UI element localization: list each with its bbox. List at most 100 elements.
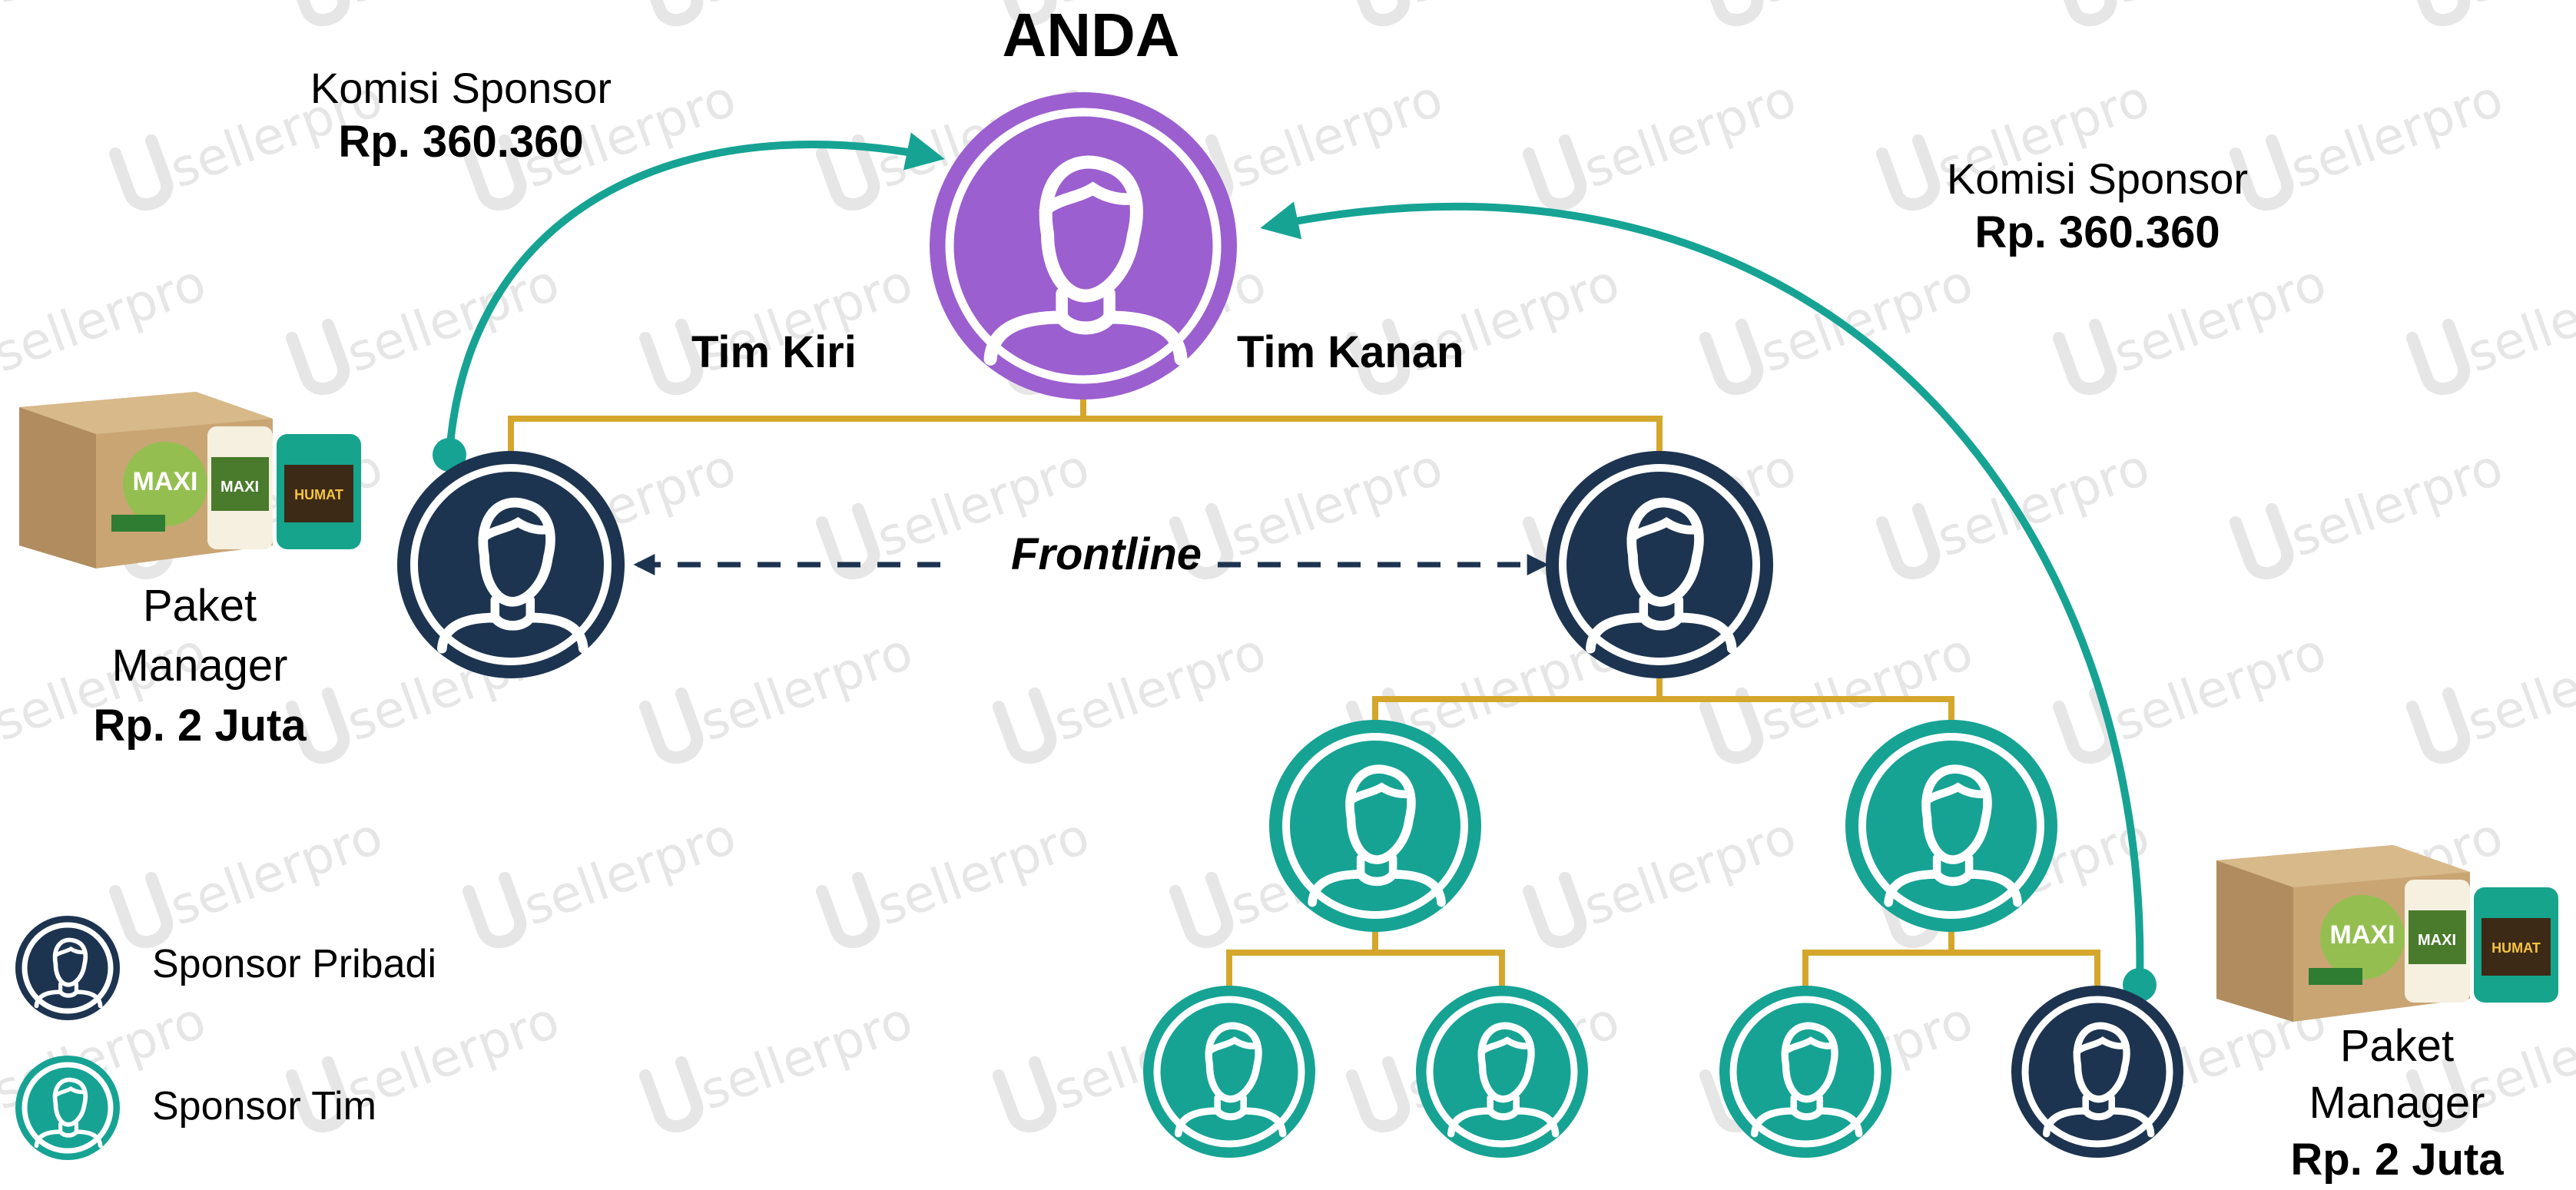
watermark-mark — [816, 134, 880, 211]
frontline-label: Frontline — [1010, 529, 1202, 579]
watermark-logo: sellerpro — [1523, 806, 1804, 949]
watermark-text: sellerpro — [2459, 253, 2576, 384]
watermark-logo: sellerpro — [639, 622, 920, 764]
watermark-logo: sellerpro — [109, 806, 390, 949]
commission-title: Komisi Sponsor — [310, 64, 612, 112]
left-commission-dot — [433, 438, 466, 472]
left-commission-label: Komisi Sponsor Rp. 360.360 — [207, 63, 714, 167]
watermark-mark — [1346, 1056, 1411, 1133]
node-team-left — [1269, 720, 1481, 932]
watermark-mark — [286, 318, 350, 396]
watermark-mark — [1523, 871, 1587, 949]
watermark-text: sellerpro — [1576, 68, 1803, 200]
watermark-mark — [462, 871, 527, 949]
watermark-mark — [639, 318, 704, 396]
watermark-text: sellerpro — [2106, 622, 2333, 753]
node-team-rl — [1719, 986, 1891, 1158]
watermark-logo: sellerpro — [1523, 68, 1804, 211]
watermark-logo: sellerpro — [2406, 0, 2576, 27]
legend-personal-icon — [15, 916, 120, 1020]
watermark-text: sellerpro — [869, 806, 1096, 937]
watermark-text: sellerpro — [339, 253, 566, 384]
watermark-mark — [2230, 134, 2294, 211]
right-team-label: Tim Kanan — [1237, 327, 1464, 377]
watermark-logo: sellerpro — [993, 622, 1274, 764]
watermark-text: sellerpro — [1576, 806, 1803, 937]
watermark-mark — [1346, 0, 1411, 27]
watermark-mark — [2053, 318, 2117, 396]
watermark-text: sellerpro — [0, 0, 214, 15]
watermark-logo: sellerpro — [2053, 253, 2334, 396]
node-left-frontline — [397, 451, 625, 678]
package-line2: Manager — [2309, 1078, 2485, 1128]
svg-text:HUMAT: HUMAT — [294, 487, 343, 502]
watermark-mark — [2053, 0, 2117, 27]
right-package-label: Paket Manager Rp. 2 Juta — [2228, 1018, 2566, 1188]
watermark-mark — [1523, 134, 1587, 211]
watermark-mark — [1346, 318, 1411, 396]
watermark-text: sellerpro — [692, 622, 920, 753]
commission-amount: Rp. 360.360 — [1974, 207, 2220, 257]
svg-text:MAXI: MAXI — [220, 479, 259, 496]
watermark-text: sellerpro — [1222, 68, 1450, 200]
watermark-mark — [286, 1056, 350, 1133]
watermark-logo: sellerpro — [1346, 0, 1627, 27]
watermark-text: sellerpro — [692, 990, 920, 1122]
node-personal-rr — [2011, 986, 2183, 1158]
watermark-mark — [993, 687, 1057, 764]
watermark-logo: sellerpro — [286, 0, 567, 27]
watermark-mark — [816, 502, 880, 580]
left-commission-arrow — [446, 132, 945, 454]
watermark-text: sellerpro — [1752, 253, 1980, 384]
right-commission-label: Komisi Sponsor Rp. 360.360 — [1821, 154, 2374, 258]
svg-text:MAXI: MAXI — [2418, 932, 2456, 949]
watermark-mark — [1699, 687, 1764, 764]
watermark-logo: sellerpro — [286, 253, 567, 396]
left-team-label: Tim Kiri — [691, 327, 857, 377]
node-team-right — [1845, 720, 2057, 932]
watermark-mark — [286, 687, 350, 764]
svg-text:HUMAT: HUMAT — [2491, 940, 2541, 956]
watermark-logo: sellerpro — [0, 253, 214, 384]
watermark-logo: sellerpro — [639, 990, 920, 1133]
commission-amount: Rp. 360.360 — [338, 117, 584, 167]
connector-lines — [508, 399, 2100, 991]
watermark-text: sellerpro — [2459, 0, 2576, 15]
watermark-mark — [2406, 318, 2471, 396]
watermark-text: sellerpro — [2283, 437, 2510, 568]
watermark-mark — [2406, 1056, 2471, 1133]
watermark-logo: sellerpro — [2406, 253, 2576, 396]
watermark-mark — [1699, 0, 1764, 27]
watermark-mark — [993, 1056, 1057, 1133]
right-commission-arrow — [1260, 201, 2144, 984]
left-package-label: Paket Manager Rp. 2 Juta — [31, 576, 369, 756]
watermark-mark — [1169, 871, 1234, 949]
watermark-mark — [993, 0, 1057, 27]
watermark-logo: sellerpro — [2053, 0, 2334, 27]
watermark-text: sellerpro — [516, 806, 743, 937]
watermark-text: sellerpro — [692, 0, 920, 15]
package-line1: Paket — [142, 581, 257, 631]
watermark-mark — [1876, 502, 1941, 580]
watermark-mark — [109, 871, 174, 949]
watermark-logo: sellerpro — [816, 806, 1097, 949]
package-line2: Manager — [111, 641, 288, 691]
watermark-mark — [2406, 0, 2471, 27]
watermark-mark — [286, 0, 350, 27]
watermark-mark — [2406, 687, 2471, 764]
watermark-text: sellerpro — [162, 806, 390, 937]
legend-team-label: Sponsor Tim — [152, 1084, 376, 1129]
watermark-text: sellerpro — [0, 253, 214, 384]
watermark-text: sellerpro — [2106, 253, 2333, 384]
product-package-left: MAXI MAXI HUMAT — [19, 392, 361, 568]
watermark-mark — [1876, 134, 1941, 211]
watermark-mark — [109, 134, 174, 211]
package-amount: Rp. 2 Juta — [2290, 1135, 2504, 1185]
watermark-mark — [2230, 502, 2294, 580]
watermark-text: sellerpro — [339, 0, 566, 15]
watermark-mark — [1699, 318, 1764, 396]
node-team-ll — [1143, 986, 1315, 1158]
svg-text:MAXI: MAXI — [133, 467, 198, 496]
node-team-lr — [1416, 986, 1588, 1158]
